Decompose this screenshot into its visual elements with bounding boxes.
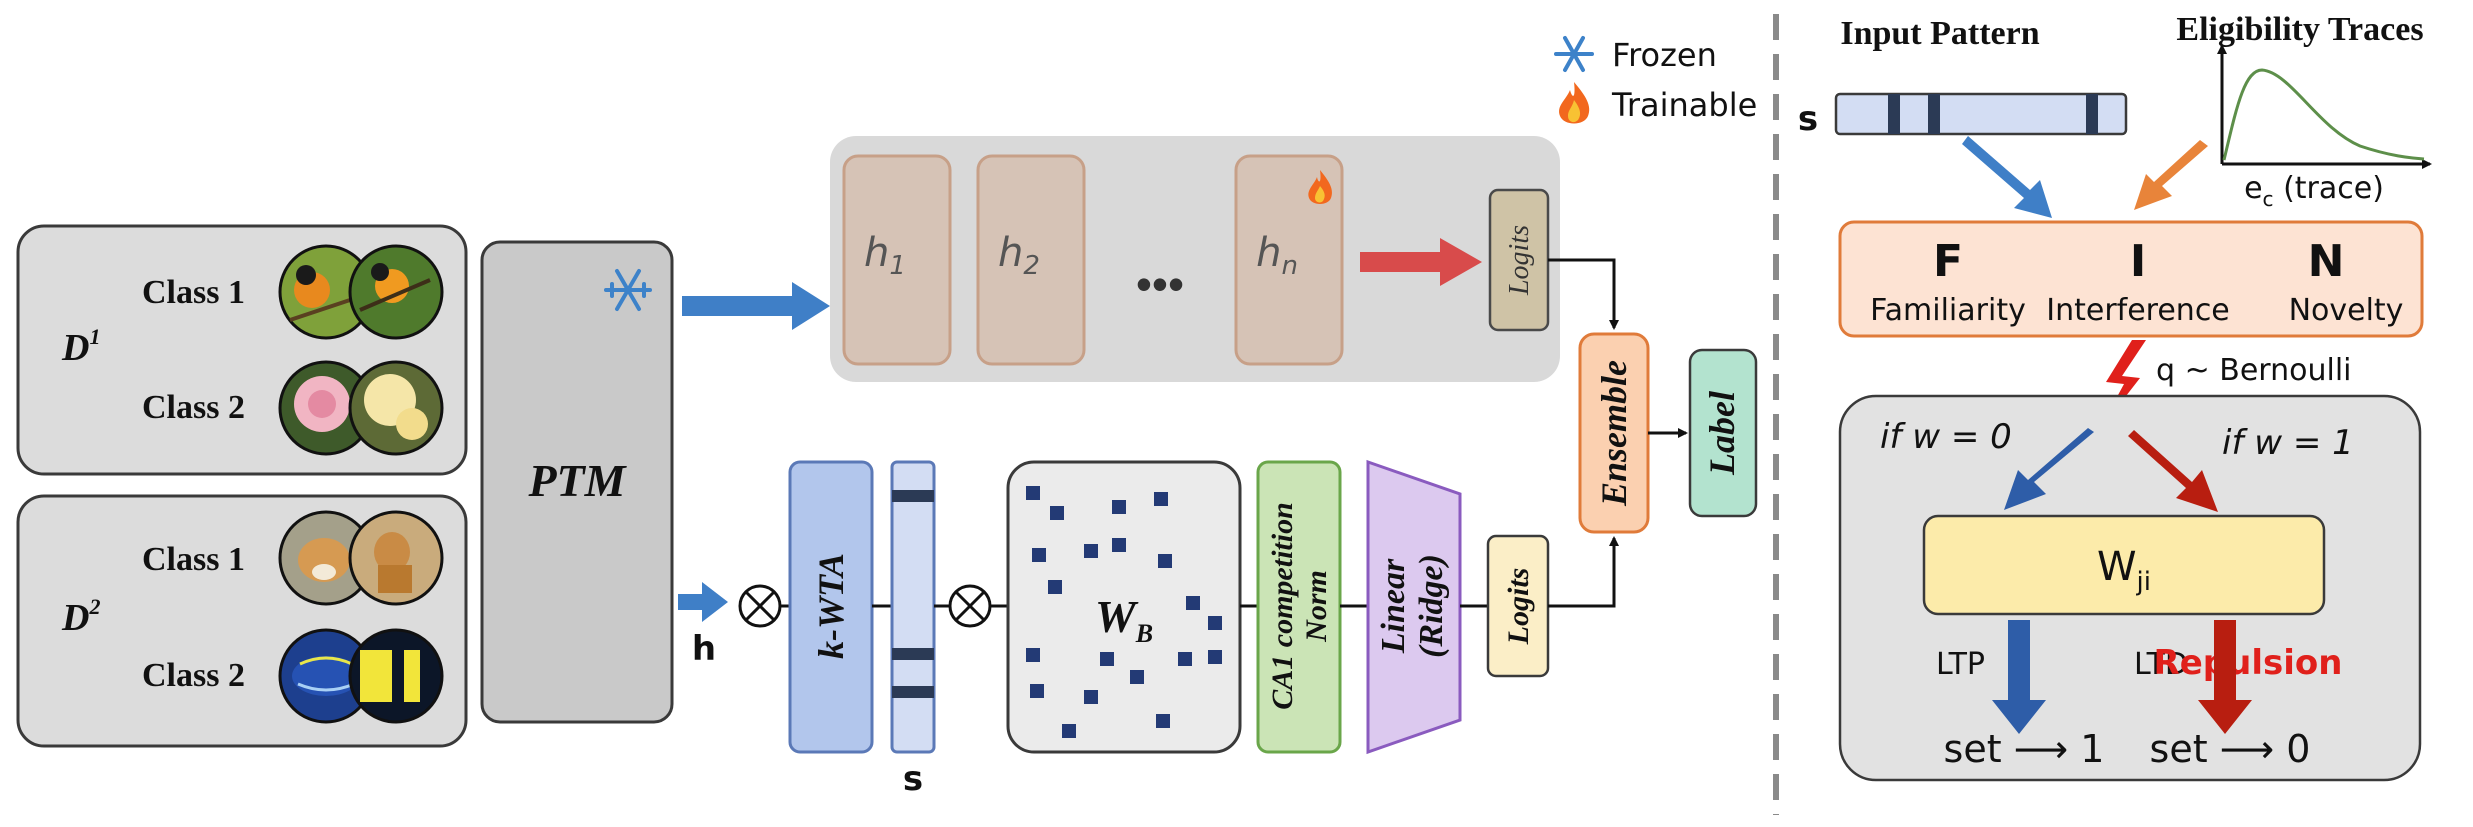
bird-photo-icon <box>348 244 444 340</box>
blue-arrow-input <box>1962 136 2052 218</box>
bernoulli-label: q ~ Bernoulli <box>2156 353 2351 388</box>
top-logits-box: Logits <box>1488 188 1550 332</box>
svg-text:Linear: Linear <box>1375 558 1412 654</box>
wb-matrix: WB <box>1006 460 1242 754</box>
multiply-icon <box>948 584 992 628</box>
fish-photo-icon <box>278 628 374 724</box>
trace-curve <box>2222 68 2425 161</box>
h-feature-label: h <box>692 629 716 669</box>
multiply-icon <box>738 584 782 628</box>
fish-photo-icon <box>348 628 444 724</box>
class-label: Class 2 <box>142 657 245 694</box>
input-pattern-bar <box>1834 92 2128 136</box>
snowflake-icon <box>604 269 652 311</box>
ptm-block: PTM <box>480 240 674 724</box>
head-h1: h1 <box>842 154 952 366</box>
eligibility-trace-plot: ec (trace) <box>2217 44 2432 211</box>
flower-photo-icon <box>278 360 374 456</box>
svg-text:Logits: Logits <box>1502 568 1535 646</box>
dataset-label-d2: D2 <box>61 594 100 639</box>
head-hn: hn <box>1234 154 1344 366</box>
svg-text:Novelty: Novelty <box>2289 293 2404 328</box>
blue-arrow-to-h <box>678 582 728 622</box>
ltp-arrow <box>1992 620 2046 734</box>
svg-text:N: N <box>2308 236 2345 287</box>
flame-icon <box>1308 170 1332 204</box>
kwta-block: k-WTA <box>788 460 874 754</box>
svg-text:(Ridge): (Ridge) <box>1413 554 1450 658</box>
trace-axis-label: ec (trace) <box>2244 171 2384 211</box>
plasticity-panel: if w = 0 if w = 1 Wji LTP LTD Repulsion … <box>1838 394 2422 782</box>
svg-text:k-WTA: k-WTA <box>811 553 851 659</box>
class-label: Class 1 <box>142 541 245 578</box>
bottom-logits-box: Logits <box>1486 534 1550 678</box>
ltd-arrow <box>2198 620 2252 734</box>
linear-ridge-block: Linear (Ridge) <box>1366 459 1462 755</box>
flame-icon <box>1559 82 1590 124</box>
svg-text:CA1 competition: CA1 competition <box>1266 502 1299 710</box>
svg-text:LTP: LTP <box>1936 647 1985 682</box>
legend-frozen-label: Frozen <box>1612 36 1717 74</box>
dog-photo-icon <box>348 510 444 606</box>
legend-trainable-label: Trainable <box>1611 86 1757 124</box>
ellipsis-dots: ••• <box>1136 258 1184 310</box>
svg-text:WB: WB <box>1095 591 1153 648</box>
svg-text:Interference: Interference <box>2046 293 2230 328</box>
svg-text:if w = 0: if w = 0 <box>1880 417 2012 457</box>
connector-top-logits <box>1548 258 1619 330</box>
flower-photo-icon <box>348 360 444 456</box>
svg-text:Norm: Norm <box>1300 570 1333 643</box>
svg-text:set ⟶ 0: set ⟶ 0 <box>2150 727 2311 771</box>
dataset-label-d1: D1 <box>61 324 100 369</box>
svg-text:Logits: Logits <box>1504 225 1535 296</box>
blue-arrow-to-heads <box>682 282 830 330</box>
svg-text:set ⟶ 1: set ⟶ 1 <box>1944 727 2105 771</box>
sparse-vector-s <box>890 460 936 754</box>
legend: Frozen Trainable <box>1554 36 1757 124</box>
ensemble-block: Ensemble <box>1578 332 1650 534</box>
heads-panel: h1 h2 ••• hn Logits <box>830 136 1560 382</box>
eligibility-traces-title: Eligibility Traces <box>2176 11 2423 48</box>
svg-text:Ensemble: Ensemble <box>1594 360 1634 507</box>
bird-photo-icon <box>278 244 374 340</box>
connector-bottom-logits <box>1548 536 1619 608</box>
dog-photo-icon <box>278 510 374 606</box>
class-label: Class 1 <box>142 274 245 311</box>
red-arrow <box>1360 238 1482 286</box>
s-label: s <box>903 759 923 799</box>
svg-text:if w = 1: if w = 1 <box>2222 423 2354 463</box>
orange-arrow-trace <box>2134 140 2208 210</box>
ptm-label: PTM <box>527 455 627 506</box>
svg-text:Label: Label <box>1702 391 1742 476</box>
wji-box: Wji <box>1922 514 2326 616</box>
blue-arrow-w0 <box>2004 428 2094 510</box>
svg-text:LTD: LTD <box>2134 647 2188 682</box>
dataset-panel-d2: D2 Class 1 Class 2 <box>16 494 468 748</box>
red-arrow-w1 <box>2128 430 2218 512</box>
ca1-norm-block: CA1 competition Norm <box>1256 460 1342 754</box>
lightning-bolt-icon <box>2098 340 2146 432</box>
repulsion-label: Repulsion <box>2154 643 2343 683</box>
input-s-label: s <box>1798 99 1818 139</box>
svg-text:Wji: Wji <box>2097 544 2151 597</box>
svg-text:h1: h1 <box>864 230 906 281</box>
label-block: Label <box>1688 348 1758 518</box>
input-pattern-title: Input Pattern <box>1840 15 2039 52</box>
class-label: Class 2 <box>142 389 245 426</box>
svg-text:Familiarity: Familiarity <box>1870 293 2026 328</box>
svg-text:F: F <box>1933 236 1963 287</box>
svg-text:h2: h2 <box>998 230 1040 281</box>
svg-text:hn: hn <box>1256 230 1298 281</box>
svg-text:I: I <box>2130 236 2146 287</box>
head-h2: h2 <box>976 154 1086 366</box>
fin-box: F Familiarity I Interference N Novelty <box>1838 220 2424 338</box>
dataset-panel-d1: D1 Class 1 Class 2 <box>16 224 468 476</box>
snowflake-icon <box>1554 36 1594 72</box>
